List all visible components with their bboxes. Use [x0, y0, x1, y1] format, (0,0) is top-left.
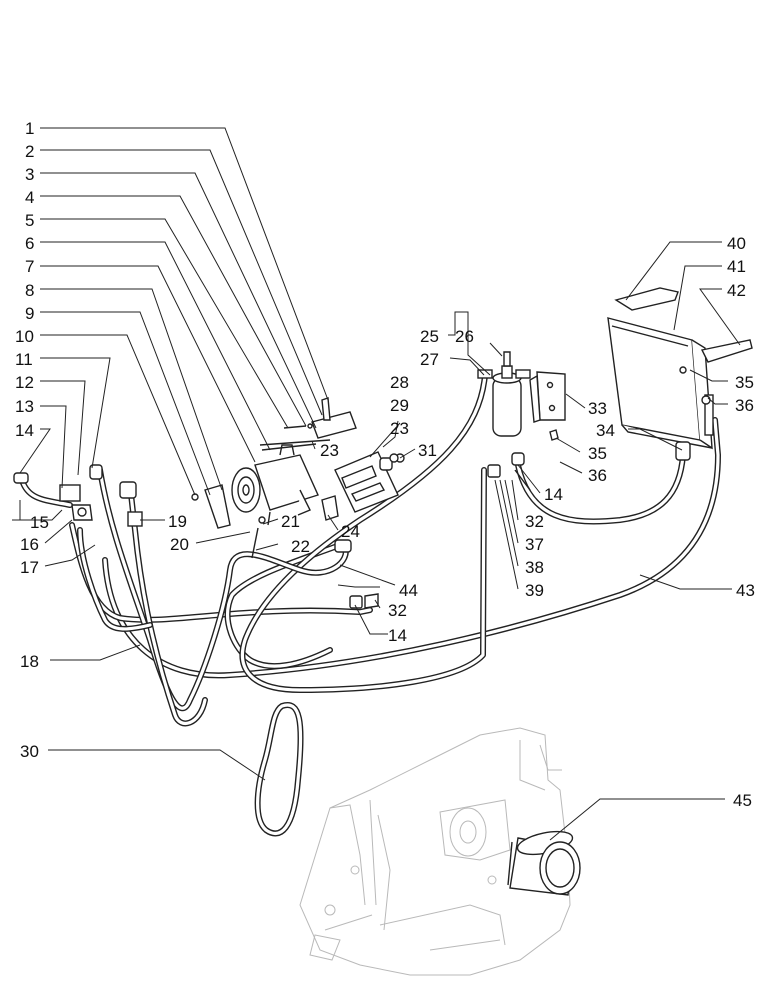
callout-6: 6: [25, 234, 34, 253]
callout-2: 2: [25, 142, 34, 161]
callout-3: 3: [25, 165, 34, 184]
callout-9: 9: [25, 304, 34, 323]
callout-19: 19: [168, 512, 187, 531]
part-9-bracket: [191, 484, 231, 529]
callout-32b: 32: [525, 512, 544, 531]
part-24-bracket: [321, 495, 339, 521]
callout-33: 33: [588, 399, 607, 418]
callout-30: 30: [20, 742, 39, 761]
callout-40: 40: [727, 234, 746, 253]
callout-20: 20: [170, 535, 189, 554]
callout-39: 39: [525, 581, 544, 600]
callout-11: 11: [15, 350, 33, 369]
callout-35a: 35: [735, 373, 754, 392]
callout-32a: 32: [388, 601, 407, 620]
callout-34: 34: [596, 421, 615, 440]
part-25-receiver-drier: [477, 351, 531, 437]
callout-36a: 36: [735, 396, 754, 415]
callout-26: 26: [455, 327, 474, 346]
callout-22: 22: [291, 537, 310, 556]
part-30-drive-belt: [254, 702, 304, 837]
callout-41: 41: [727, 257, 746, 276]
callout-4: 4: [25, 188, 34, 207]
callout-42: 42: [727, 281, 746, 300]
part-45-filter-cylinder: [507, 830, 581, 896]
callout-31: 31: [418, 441, 437, 460]
leader-lines: [12, 127, 741, 841]
callout-14: 14: [15, 421, 34, 440]
callout-14b: 14: [388, 626, 407, 645]
part-7-compressor: [231, 439, 331, 526]
callout-13: 13: [15, 397, 34, 416]
callout-16: 16: [20, 535, 39, 554]
callout-14c: 14: [544, 485, 563, 504]
callout-18: 18: [20, 652, 39, 671]
callout-27: 27: [420, 350, 439, 369]
part-3-compressor-bracket: [283, 397, 357, 439]
callout-37: 37: [525, 535, 544, 554]
callout-23b: 23: [390, 419, 409, 438]
callout-12: 12: [15, 373, 34, 392]
part-41-condenser: [607, 287, 753, 456]
hose-lines: [19, 372, 721, 727]
callout-5: 5: [25, 211, 34, 230]
callout-44: 44: [399, 581, 418, 600]
part-33-bracket: [529, 371, 566, 441]
callout-25: 25: [420, 327, 439, 346]
callout-21: 21: [281, 512, 300, 531]
callout-43: 43: [736, 581, 755, 600]
callout-29: 29: [390, 396, 409, 415]
callout-7: 7: [25, 257, 34, 276]
callout-38: 38: [525, 558, 544, 577]
callout-10: 10: [15, 327, 34, 346]
callout-45: 45: [733, 791, 752, 810]
callout-labels: 1 2 3 4 5 6 7 8 9 10 11 12 13 14 15 16 1…: [15, 119, 755, 810]
callout-1: 1: [25, 119, 34, 138]
hose-fittings: [13, 441, 691, 609]
callout-23a: 23: [320, 441, 339, 460]
callout-36b: 36: [588, 466, 607, 485]
callout-15: 15: [30, 513, 49, 532]
callout-17: 17: [20, 558, 39, 577]
callout-8: 8: [25, 281, 34, 300]
callout-28: 28: [390, 373, 409, 392]
callout-24: 24: [341, 522, 360, 541]
part-28-mounting-plate: [334, 451, 405, 513]
engine-chassis-outline: [299, 727, 571, 976]
callout-35b: 35: [588, 444, 607, 463]
